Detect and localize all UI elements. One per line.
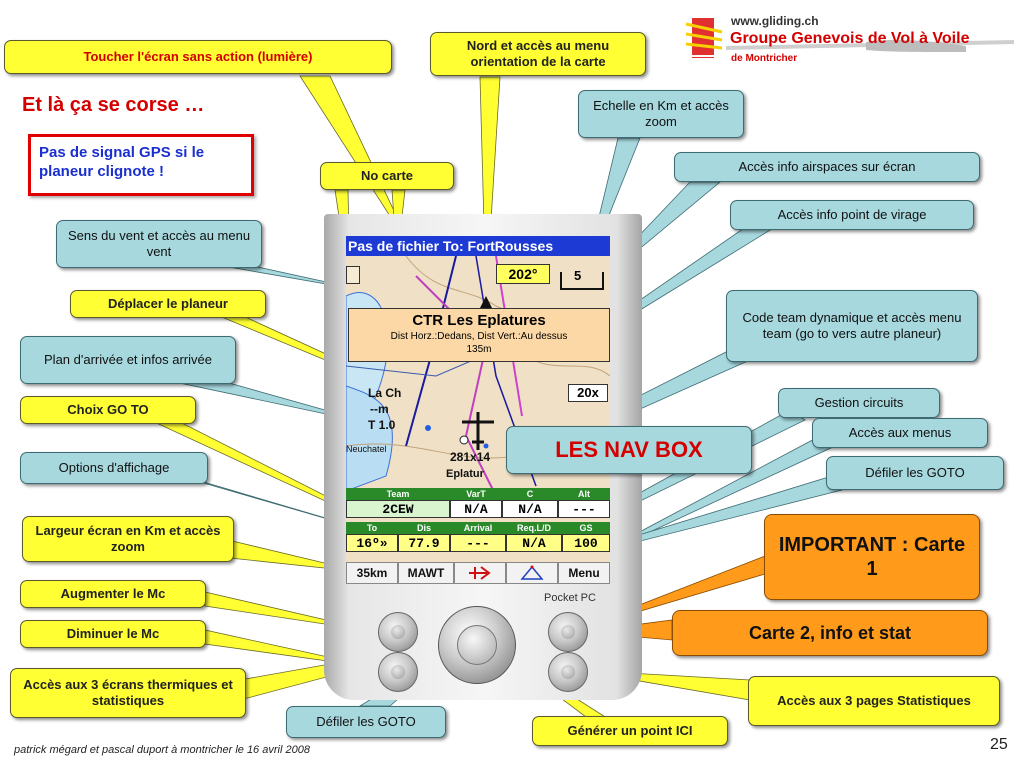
hw-dpad[interactable] <box>438 606 516 684</box>
zoom-value: 20x <box>577 385 599 400</box>
task-triangle-icon <box>520 565 544 580</box>
callout-move-glider: Déplacer le planeur <box>70 290 266 318</box>
status-bar-text: Pas de fichier To: FortRousses <box>348 238 554 254</box>
nav-value-req-ld[interactable]: N/A <box>506 534 562 552</box>
scale-value: 5 <box>574 268 582 283</box>
wind-t[interactable]: T 1.0 <box>368 418 396 432</box>
nav-value-gs[interactable]: 100 <box>562 534 610 552</box>
nav-header-team: Team <box>346 488 450 500</box>
scale-indicator[interactable]: 5 <box>560 268 604 290</box>
heading-value: 202° <box>508 266 538 282</box>
north-arrow <box>480 296 492 308</box>
nav-header-to: To <box>346 522 398 534</box>
nav-header-alt: Alt <box>558 488 610 500</box>
nav-header-arrival: Arrival <box>450 522 506 534</box>
callout-team-code: Code team dynamique et accès menu team (… <box>726 290 978 362</box>
callout-north-menu: Nord et accès au menu orientation de la … <box>430 32 646 76</box>
club-name: Groupe Genevois de Vol à Voile <box>730 30 970 47</box>
goto-button[interactable] <box>454 562 506 584</box>
hw-button-map1[interactable] <box>548 612 588 652</box>
nav-value-dis[interactable]: 77.9 <box>398 534 450 552</box>
callout-scroll-goto-bottom: Défiler les GOTO <box>286 706 446 738</box>
callout-mark-here: Générer un point ICI <box>532 716 728 746</box>
waypoint-neuchatel[interactable]: Neuchatel <box>346 444 387 454</box>
callout-wind-menu: Sens du vent et accès au menu vent <box>56 220 262 268</box>
callout-stats-pages: Accès aux 3 pages Statistiques <box>748 676 1000 726</box>
club-url[interactable]: www.gliding.ch <box>731 14 819 28</box>
nav-value-arrival[interactable]: --- <box>450 534 506 552</box>
callout-increase-mc: Augmenter le Mc <box>20 580 206 608</box>
hw-button-mc-down[interactable] <box>378 652 418 692</box>
callout-no-carte: No carte <box>320 162 454 190</box>
callout-menus-access: Accès aux menus <box>812 418 988 448</box>
nav-value-team[interactable]: 2CEW <box>346 500 450 518</box>
footer-credits: patrick mégard et pascal duport à montri… <box>14 744 310 756</box>
callout-important-map1: IMPORTANT : Carte 1 <box>764 514 980 600</box>
mc-button[interactable]: MAWT <box>398 562 454 584</box>
callout-task-management: Gestion circuits <box>778 388 940 418</box>
waypoint-la-ch[interactable]: La Ch <box>368 386 402 400</box>
nav-value-vart[interactable]: N/A <box>450 500 502 518</box>
hw-dpad-center[interactable] <box>457 625 497 665</box>
status-bar[interactable]: Pas de fichier To: FortRousses <box>346 236 610 256</box>
nav-header-vart: VarT <box>450 488 502 500</box>
hw-button-mc-up[interactable] <box>378 612 418 652</box>
glider-icon <box>462 412 494 450</box>
airspace-popup[interactable]: CTR Les Eplatures Dist Horz.:Dedans, Dis… <box>348 308 610 362</box>
callout-width-zoom: Largeur écran en Km et accès zoom <box>22 516 234 562</box>
callout-turnpoint-info: Accès info point de virage <box>730 200 974 230</box>
wind-speed[interactable]: --m <box>370 402 389 416</box>
heading-box[interactable]: 202° <box>496 264 550 284</box>
callout-nav-box: LES NAV BOX <box>506 426 752 474</box>
slide-title: Et là ça se corse … <box>22 94 205 116</box>
gps-warning: Pas de signal GPS si le planeur clignote… <box>28 134 254 196</box>
nav-header-c: C <box>502 488 558 500</box>
device-screen[interactable]: Pas de fichier To: FortRousses 202° 5 CT… <box>346 236 610 584</box>
callout-map2: Carte 2, info et stat <box>672 610 988 656</box>
hw-button-stats[interactable] <box>548 652 588 692</box>
arrival-info[interactable]: 281x14 <box>450 450 491 464</box>
club-logo <box>684 12 724 66</box>
callout-goto-choice: Choix GO TO <box>20 396 196 424</box>
callout-decrease-mc: Diminuer le Mc <box>20 620 206 648</box>
callout-scroll-goto-right: Défiler les GOTO <box>826 456 1004 490</box>
gps-warning-text: Pas de signal GPS si le planeur clignote… <box>39 144 205 180</box>
zoom-box[interactable]: 20x <box>568 384 608 402</box>
goto-icon <box>469 566 491 580</box>
nav-value-c[interactable]: N/A <box>502 500 558 518</box>
nav-value-alt[interactable]: --- <box>558 500 610 518</box>
width-button[interactable]: 35km <box>346 562 398 584</box>
device-brand: Pocket PC <box>544 592 596 604</box>
callout-touch-screen: Toucher l'écran sans action (lumière) <box>4 40 392 74</box>
airspace-name: CTR Les Eplatures <box>412 312 546 329</box>
callout-thermal-screens: Accès aux 3 écrans thermiques et statist… <box>10 668 246 718</box>
callout-arrival-plan: Plan d'arrivée et infos arrivée <box>20 336 236 384</box>
callout-scale-zoom: Echelle en Km et accès zoom <box>578 90 744 138</box>
callout-display-options: Options d'affichage <box>20 452 208 484</box>
nav-header-req-ld: Req.L/D <box>506 522 562 534</box>
page-number: 25 <box>990 736 1008 753</box>
glider-silhouette <box>726 30 1016 66</box>
callout-airspace-info: Accès info airspaces sur écran <box>674 152 980 182</box>
task-button[interactable] <box>506 562 558 584</box>
airspace-detail-1: Dist Horz.:Dedans, Dist Vert.:Au dessus <box>390 331 568 342</box>
nav-value-to[interactable]: 16º» <box>346 534 398 552</box>
wind-indicator[interactable] <box>346 266 360 284</box>
menu-button[interactable]: Menu <box>558 562 610 584</box>
airspace-detail-2: 135m <box>466 344 492 355</box>
waypoint-eplatur[interactable]: Eplatur <box>446 468 484 480</box>
nav-header-gs: GS <box>562 522 610 534</box>
nav-header-dis: Dis <box>398 522 450 534</box>
club-place: de Montricher <box>731 53 798 64</box>
